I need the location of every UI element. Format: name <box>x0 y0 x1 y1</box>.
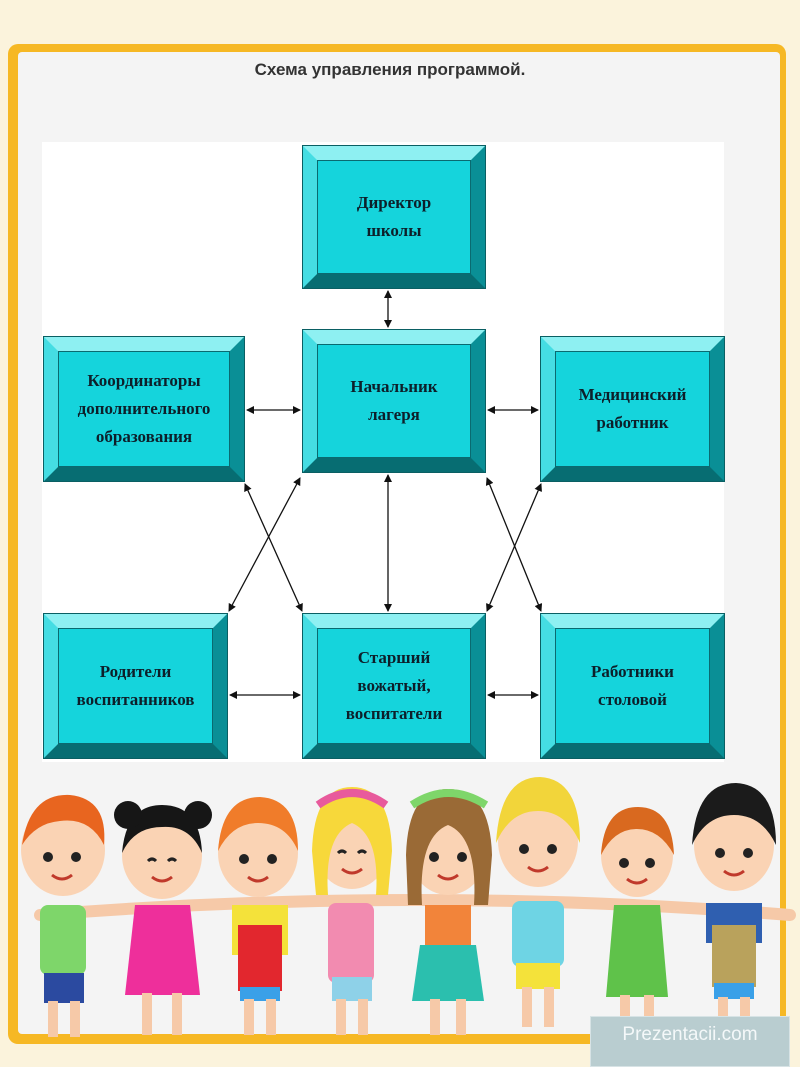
box-director-label: Директор школы <box>356 193 432 240</box>
arrow-coord-counselor <box>244 483 303 612</box>
child-2 <box>114 801 212 1035</box>
children-illustration <box>21 777 796 1037</box>
child-3 <box>218 797 298 1035</box>
box-coordinators: Координаторы дополнительного образования <box>44 337 244 481</box>
child-1 <box>21 794 105 1037</box>
box-parents-label: Родители воспитанников <box>76 662 195 709</box>
box-canteen-label: Работники столовой <box>591 662 674 709</box>
child-7 <box>601 807 674 1035</box>
child-8 <box>692 783 776 1037</box>
box-parents: Родители воспитанников <box>44 614 227 758</box>
child-4 <box>312 787 392 1035</box>
child-5 <box>406 789 492 1035</box>
arrow-camp-parents <box>228 477 301 612</box>
watermark: Prezentacii.com <box>590 1016 790 1067</box>
box-counselor: Старший вожатый, воспитатели <box>303 614 485 758</box>
box-medic-label: Медицинский работник <box>578 385 687 432</box>
box-camp-head-label: Начальник лагеря <box>350 377 438 424</box>
box-coordinators-label: Координаторы дополнительного образования <box>77 371 211 446</box>
arrow-medic-counselor <box>486 483 542 612</box>
box-camp-head: Начальник лагеря <box>303 330 485 472</box>
child-6 <box>496 777 580 1027</box>
box-medic: Медицинский работник <box>541 337 724 481</box>
box-canteen: Работники столовой <box>541 614 724 758</box>
page-title: Схема управления программой. <box>254 60 526 79</box>
box-director: Директор школы <box>303 146 485 288</box>
box-counselor-label: Старший вожатый, воспитатели <box>345 648 443 723</box>
